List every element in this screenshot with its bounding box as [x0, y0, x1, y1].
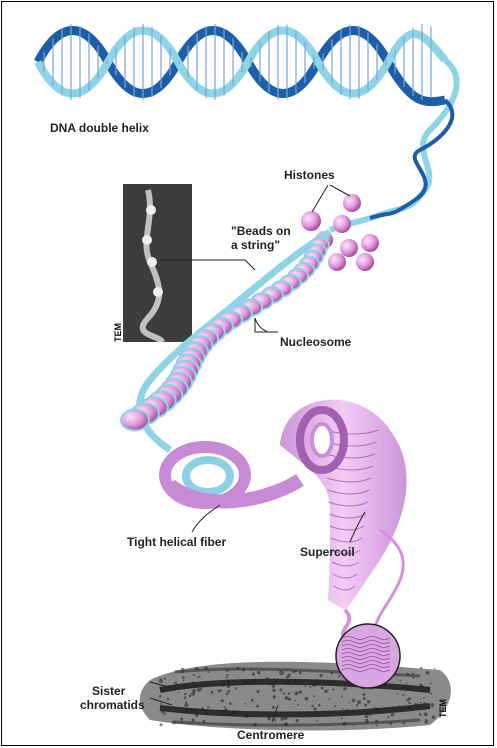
label-supercoil: Supercoil — [300, 545, 355, 559]
tem-micrograph — [123, 184, 192, 342]
label-beads-line-2: a string" — [231, 238, 280, 252]
sister-chromatids — [140, 624, 451, 730]
label-centromere: Centromere — [237, 728, 304, 742]
label-dna-double-helix: DNA double helix — [50, 121, 149, 135]
label-sister-line-1: Sister — [92, 684, 125, 698]
label-tem-top: TEM — [113, 323, 123, 342]
label-tem-bottom: TEM — [438, 699, 448, 718]
label-sister-line-2: chromatids — [80, 698, 145, 712]
label-tight-helical-fiber: Tight helical fiber — [127, 535, 226, 549]
supercoil — [280, 400, 407, 655]
label-nucleosome: Nucleosome — [280, 335, 351, 349]
label-histones: Histones — [284, 168, 335, 182]
label-beads-line-1: "Beads on — [231, 224, 291, 238]
tight-helical-fiber — [165, 447, 300, 503]
